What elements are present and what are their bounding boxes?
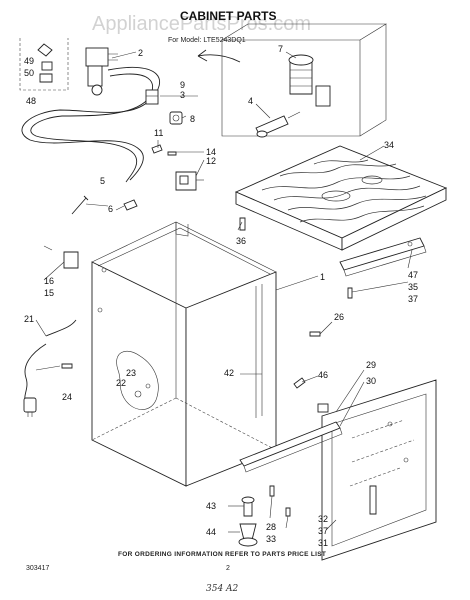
rear-panel bbox=[321, 379, 437, 561]
base-rail bbox=[239, 403, 343, 473]
part-label: 11 bbox=[154, 128, 163, 138]
part-label: 5 bbox=[100, 176, 105, 186]
direction-arrow bbox=[197, 49, 241, 63]
part-label: 44 bbox=[206, 527, 216, 537]
part-label: 9 bbox=[180, 80, 185, 90]
part-label: 14 bbox=[206, 147, 216, 157]
part-label: 4 bbox=[248, 96, 253, 106]
part-label: 49 bbox=[24, 56, 34, 66]
part-label: 26 bbox=[334, 312, 344, 322]
part-label: 36 bbox=[236, 236, 246, 246]
part-label: 33 bbox=[266, 534, 276, 544]
fill-valve-screen-group bbox=[19, 38, 69, 91]
screw-part-28 bbox=[269, 485, 275, 497]
screw-part-26 bbox=[309, 331, 321, 337]
diagram-title: CABINET PARTS bbox=[180, 9, 276, 23]
part-label: 12 bbox=[206, 156, 216, 166]
part-label: 2 bbox=[138, 48, 143, 58]
part-label: 34 bbox=[384, 140, 394, 150]
part-label: 43 bbox=[206, 501, 216, 511]
part-label: 29 bbox=[366, 360, 376, 370]
part-label: 16 bbox=[44, 276, 54, 286]
part-label: 42 bbox=[224, 368, 234, 378]
part-label: 21 bbox=[24, 314, 34, 324]
part-label: 22 bbox=[116, 378, 126, 388]
handwritten-note: 354 A2 bbox=[206, 584, 239, 594]
small-screws bbox=[151, 144, 177, 156]
part-labels: 2 49 50 48 9 3 8 7 4 11 14 12 34 5 6 36 … bbox=[24, 44, 418, 548]
water-valve bbox=[85, 47, 118, 96]
clip-part-6 bbox=[123, 199, 138, 211]
document-number: 303417 bbox=[26, 565, 49, 572]
page-number: 2 bbox=[226, 565, 230, 572]
part-label: 15 bbox=[44, 288, 54, 298]
part-label: 46 bbox=[318, 370, 328, 380]
part-label: 7 bbox=[278, 44, 283, 54]
part-label: 50 bbox=[24, 68, 34, 78]
diagram-subtitle: For Model: LTE5243DQ1 bbox=[168, 37, 246, 44]
power-cord bbox=[23, 319, 77, 417]
part-label: 32 bbox=[318, 514, 328, 524]
screw-part-33 bbox=[285, 507, 291, 517]
screw-part-5 bbox=[71, 195, 89, 215]
part-label: 31 bbox=[318, 538, 328, 548]
leveling-leg bbox=[238, 496, 258, 547]
fill-hose bbox=[21, 66, 160, 181]
part-label: 30 bbox=[366, 376, 376, 386]
part-label: 37 bbox=[408, 294, 418, 304]
part-label: 3 bbox=[180, 90, 185, 100]
part-label: 6 bbox=[108, 204, 113, 214]
front-rail bbox=[339, 237, 427, 299]
part-label: 48 bbox=[26, 96, 36, 106]
part-label: 1 bbox=[320, 272, 325, 282]
cabinet-top bbox=[234, 145, 448, 251]
part-label: 24 bbox=[62, 392, 72, 402]
part-label: 8 bbox=[190, 114, 195, 124]
cabinet-shell bbox=[91, 221, 277, 487]
cord-clamp bbox=[43, 245, 79, 269]
part-label: 23 bbox=[126, 368, 136, 378]
part-label: 37 bbox=[318, 526, 328, 536]
lid-switch bbox=[175, 171, 204, 191]
part-label: 28 bbox=[266, 522, 276, 532]
leader-lines bbox=[35, 51, 413, 533]
pump-assembly-box bbox=[221, 23, 388, 138]
screw-part-46 bbox=[293, 377, 306, 389]
watermark: AppliancePartsPros.com bbox=[92, 13, 311, 35]
part-label: 47 bbox=[408, 270, 418, 280]
hose-fittings bbox=[145, 89, 183, 125]
part-label: 35 bbox=[408, 282, 418, 292]
ordering-note: FOR ORDERING INFORMATION REFER TO PARTS … bbox=[118, 551, 326, 558]
